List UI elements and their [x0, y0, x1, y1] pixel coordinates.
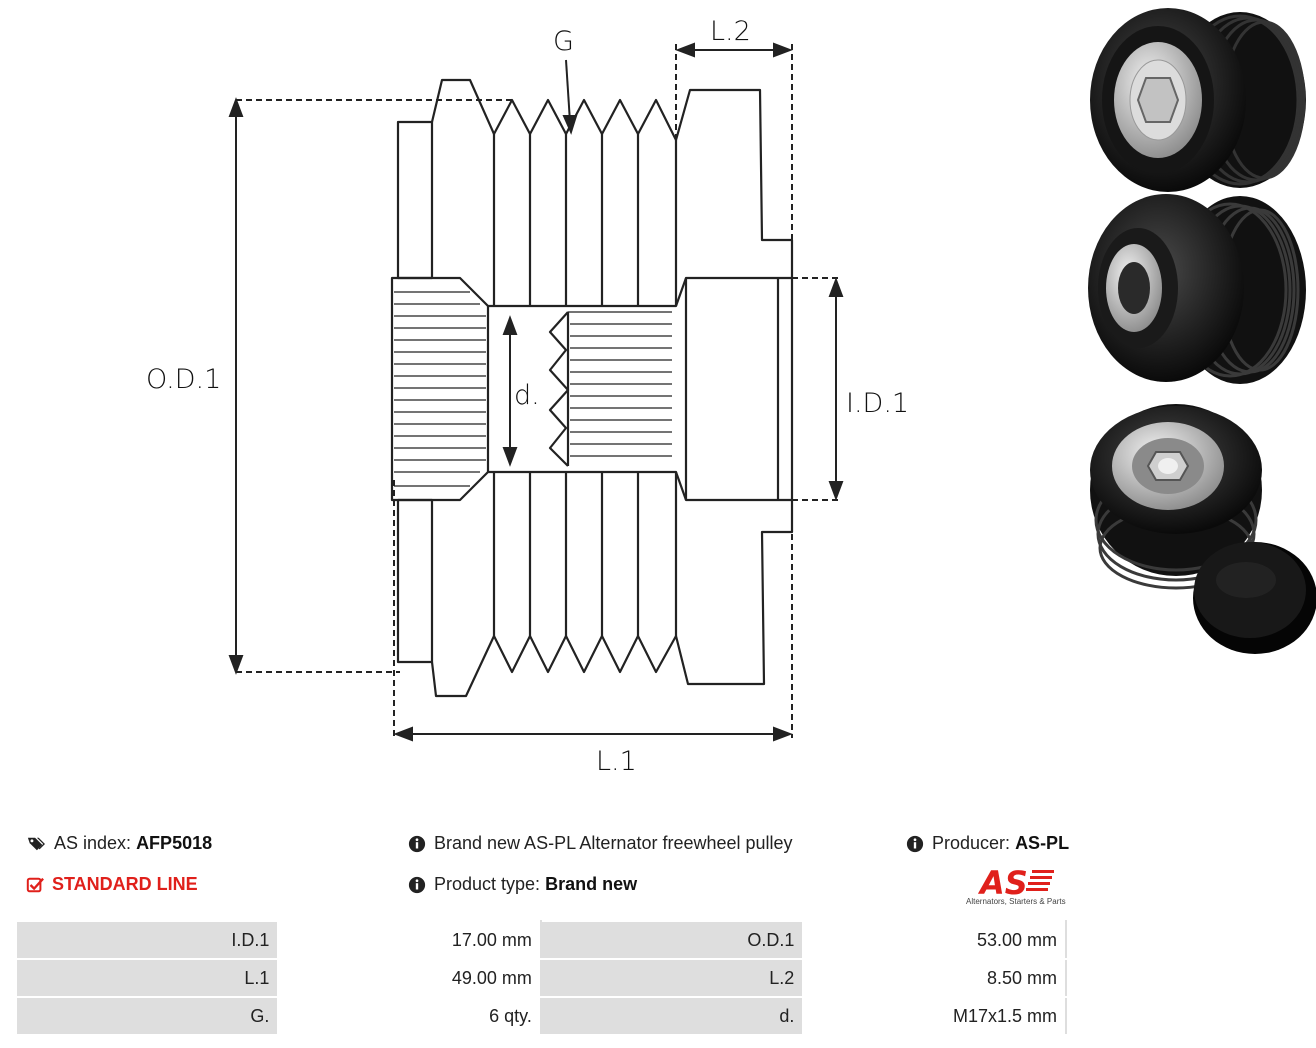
spec-key: I.D.1: [14, 920, 280, 960]
as-index-row: AS index: AFP5018: [26, 833, 212, 854]
as-index-value: AFP5018: [136, 833, 213, 853]
pulley-grooves-bottom: [430, 500, 794, 698]
spec-value: M17x1.5 mm: [802, 996, 1067, 1036]
as-logo-mark: AS: [977, 864, 1054, 902]
as-index-label: AS index:: [54, 833, 132, 853]
logo-tagline: Alternators, Starters & Parts: [966, 897, 1066, 906]
spec-key: O.D.1: [539, 920, 805, 960]
left-flange: [396, 120, 434, 280]
pulley-side-view: [1088, 194, 1306, 384]
label-id1: I.D.1: [846, 388, 909, 419]
description-row: Brand new AS-PL Alternator freewheel pul…: [408, 833, 793, 854]
tags-icon: [27, 837, 45, 850]
label-l2: L.2: [710, 16, 751, 47]
spec-value: 17.00 mm: [277, 920, 542, 960]
checkbox-checked-icon: [26, 877, 44, 892]
spec-value: 53.00 mm: [802, 920, 1067, 960]
bore: [390, 276, 794, 502]
pulley-front-view: [1090, 8, 1306, 192]
producer-value: AS-PL: [1015, 833, 1070, 853]
spec-value: 8.50 mm: [802, 958, 1067, 998]
thread-profile: [548, 311, 570, 467]
pulley-technical-drawing: G L.2 O.D.1 d. I.D.1 L.1: [146, 16, 909, 777]
spec-table: I.D.1 17.00 mm O.D.1 53.00 mm L.1 49.00 …: [14, 920, 1067, 1036]
product-type-row: Product type: Brand new: [408, 874, 637, 895]
as-pl-logo: AS Alternators, Starters & Parts: [962, 864, 1072, 908]
product-type-value: Brand new: [545, 874, 638, 894]
table-row: L.1 49.00 mm L.2 8.50 mm: [14, 958, 1067, 998]
product-photos: [1088, 8, 1316, 654]
pulley-grooves-top: [430, 78, 794, 278]
pulley-with-cap-view: [1090, 404, 1316, 654]
spec-value: 6 qty.: [277, 996, 542, 1036]
label-od1: O.D.1: [146, 364, 221, 395]
spec-key: d.: [539, 996, 805, 1036]
table-row: G. 6 qty. d. M17x1.5 mm: [14, 996, 1067, 1036]
info-icon: [408, 876, 426, 893]
label-l1: L.1: [596, 746, 637, 777]
table-row: I.D.1 17.00 mm O.D.1 53.00 mm: [14, 920, 1067, 960]
product-type-label: Product type:: [434, 874, 541, 894]
standard-line-label: STANDARD LINE: [52, 874, 198, 894]
description-text: Brand new AS-PL Alternator freewheel pul…: [434, 833, 793, 853]
producer-row: Producer: AS-PL: [906, 833, 1069, 854]
spec-key: L.1: [14, 958, 280, 998]
spec-value: 49.00 mm: [277, 958, 542, 998]
spec-key: G.: [14, 996, 280, 1036]
standard-line-row: STANDARD LINE: [26, 874, 198, 895]
label-d: d.: [514, 380, 540, 411]
spec-key: L.2: [539, 958, 805, 998]
svg-text:AS: AS: [977, 864, 1028, 898]
producer-label: Producer:: [932, 833, 1011, 853]
info-icon: [906, 835, 924, 852]
label-g: G: [553, 26, 574, 57]
info-icon: [408, 835, 426, 852]
